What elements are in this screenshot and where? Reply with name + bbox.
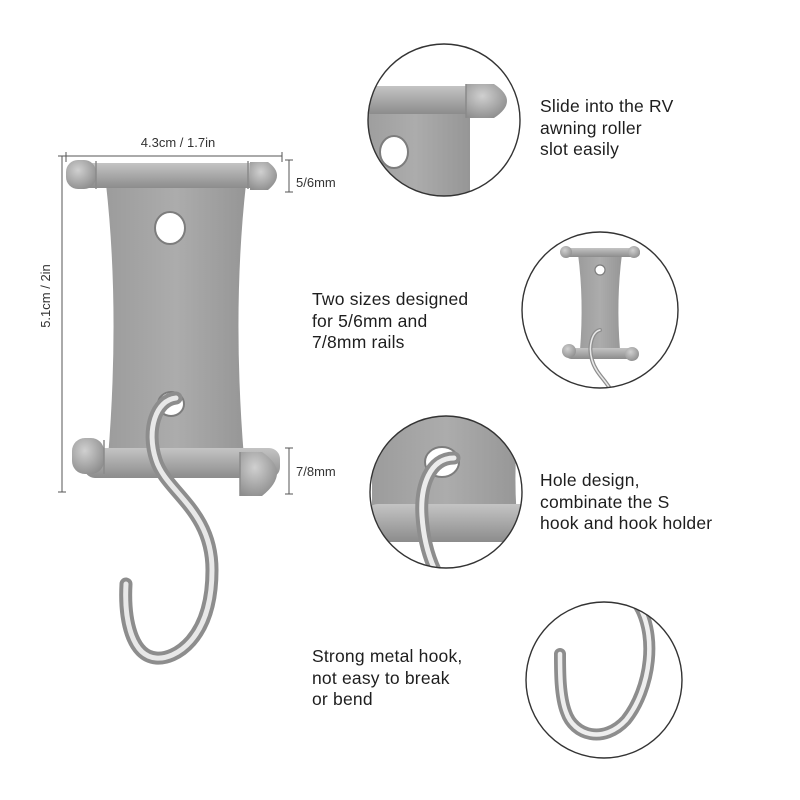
feature-text-metal: Strong metal hook, not easy to break or … (312, 646, 463, 711)
feature-line: Hole design, (540, 470, 640, 490)
bottom-rail-label: 7/8mm (296, 464, 336, 479)
feature-line: Two sizes designed (312, 289, 469, 309)
width-label: 4.3cm / 1.7in (141, 135, 215, 150)
feature-line: combinate the S (540, 491, 670, 512)
feature-line: slot easily (540, 139, 620, 159)
detail-circle-full-holder (521, 231, 679, 389)
top-rail-dimension: 5/6mm (285, 159, 336, 193)
height-dimension: 5.1cm / 2in (38, 155, 66, 493)
feature-text-slide: Slide into the RV awning roller slot eas… (540, 96, 673, 161)
feature-line: for 5/6mm and (312, 310, 428, 331)
width-dimension: 4.3cm / 1.7in (65, 135, 283, 162)
feature-line: not easy to break (312, 667, 450, 688)
detail-circle-rail-end (367, 43, 521, 197)
height-label: 5.1cm / 2in (38, 264, 53, 328)
bottom-rail-dimension: 7/8mm (285, 447, 336, 495)
s-hook (119, 391, 219, 665)
feature-line: Slide into the RV (540, 96, 674, 116)
detail-circle-hole (369, 415, 523, 569)
hook-holder-main (66, 160, 280, 665)
bottom-rail (72, 438, 280, 496)
feature-text-hole: Hole design, combinate the S hook and ho… (540, 470, 712, 535)
feature-line: 7/8mm rails (312, 332, 405, 352)
feature-line: hook and hook holder (540, 513, 713, 533)
detail-circle-metal-hook (525, 601, 683, 759)
top-rail-label: 5/6mm (296, 175, 336, 190)
feature-line: awning roller (540, 117, 642, 138)
feature-line: or bend (312, 689, 373, 709)
feature-text-sizes: Two sizes designed for 5/6mm and 7/8mm r… (312, 289, 468, 354)
feature-line: Strong metal hook, (312, 646, 463, 666)
top-rail (66, 160, 277, 190)
